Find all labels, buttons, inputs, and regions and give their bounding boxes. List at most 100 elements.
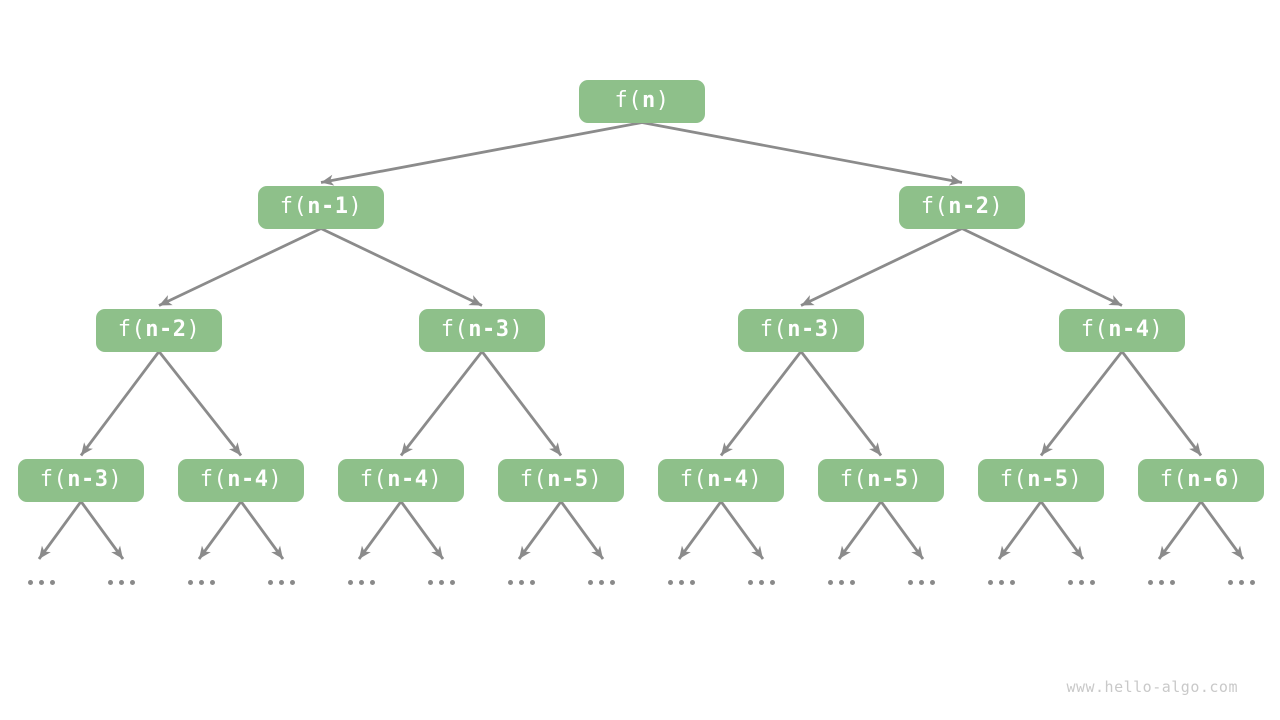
tree-node: f(n-5) <box>498 458 624 502</box>
node-label-prefix: f( <box>519 467 548 492</box>
tree-edge-arrow <box>239 500 285 560</box>
tree-edge-arrow <box>399 500 445 560</box>
tree-edge-arrow <box>320 121 643 186</box>
node-label-prefix: f( <box>117 317 146 342</box>
tree-edge-arrow <box>559 500 605 560</box>
tree-edge-arrow <box>837 500 883 560</box>
node-label-prefix: f( <box>999 467 1028 492</box>
tree-edge-arrow <box>1120 350 1203 457</box>
ellipsis-dots <box>825 580 858 585</box>
tree-node: f(n-4) <box>1059 308 1185 352</box>
tree-edge-arrow <box>1157 500 1203 560</box>
node-label-suffix: ) <box>748 467 763 492</box>
node-label-suffix: ) <box>186 317 201 342</box>
tree-node: f(n-4) <box>338 458 464 502</box>
node-label-suffix: ) <box>1068 467 1083 492</box>
node-label-argument: n-5 <box>547 467 589 492</box>
tree-edge-arrow <box>79 500 125 560</box>
tree-node: f(n-4) <box>178 458 304 502</box>
tree-node: f(n-2) <box>96 308 222 352</box>
tree-edge-arrow <box>677 500 723 560</box>
node-label-suffix: ) <box>989 194 1004 219</box>
node-label-prefix: f( <box>614 88 642 113</box>
node-label-prefix: f( <box>39 467 68 492</box>
node-label-argument: n-6 <box>1187 467 1229 492</box>
node-label-suffix: ) <box>588 467 603 492</box>
tree-node: f(n-2) <box>899 185 1025 229</box>
tree-node: f(n-4) <box>658 458 784 502</box>
tree-edge-arrow <box>157 350 243 457</box>
tree-edge-arrow <box>719 500 765 560</box>
node-label-prefix: f( <box>759 317 788 342</box>
node-label-suffix: ) <box>1149 317 1164 342</box>
node-label-prefix: f( <box>440 317 469 342</box>
node-label-suffix: ) <box>428 467 443 492</box>
node-label-suffix: ) <box>1228 467 1243 492</box>
tree-node: f(n-6) <box>1138 458 1264 502</box>
watermark: www.hello-algo.com <box>1066 678 1238 696</box>
node-label-prefix: f( <box>1080 317 1109 342</box>
ellipsis-dots <box>1065 580 1098 585</box>
tree-node: f(n-5) <box>978 458 1104 502</box>
ellipsis-dots <box>185 580 218 585</box>
node-label-prefix: f( <box>920 194 949 219</box>
node-label-suffix: ) <box>828 317 843 342</box>
node-label-suffix: ) <box>908 467 923 492</box>
node-label-argument: n-4 <box>227 467 269 492</box>
tree-edge-arrow <box>197 500 243 560</box>
tree-edge-arrow <box>517 500 563 560</box>
tree-edge-arrow <box>1199 500 1245 560</box>
ellipsis-dots <box>585 580 618 585</box>
ellipsis-dots <box>1225 580 1258 585</box>
node-label-argument: n-4 <box>1108 317 1150 342</box>
tree-node: f(n-3) <box>738 308 864 352</box>
node-label-argument: n-3 <box>468 317 510 342</box>
node-label-prefix: f( <box>839 467 868 492</box>
tree-edge-arrow <box>320 227 483 307</box>
ellipsis-dots <box>505 580 538 585</box>
tree-edge-arrow <box>879 500 925 560</box>
node-label-prefix: f( <box>1159 467 1188 492</box>
tree-node: f(n-5) <box>818 458 944 502</box>
node-label-suffix: ) <box>509 317 524 342</box>
tree-edge-arrow <box>158 227 322 307</box>
tree-edge-arrow <box>719 350 803 457</box>
node-label-argument: n-5 <box>867 467 909 492</box>
node-label-prefix: f( <box>199 467 228 492</box>
node-label-argument: n-4 <box>387 467 429 492</box>
node-label-argument: n-3 <box>67 467 109 492</box>
node-label-prefix: f( <box>679 467 708 492</box>
ellipsis-dots <box>985 580 1018 585</box>
ellipsis-dots <box>1145 580 1178 585</box>
ellipsis-dots <box>105 580 138 585</box>
tree-edge-arrow <box>37 500 83 560</box>
tree-edge-arrow <box>79 350 161 457</box>
tree-edge-arrow <box>641 121 963 186</box>
tree-edge-arrow <box>357 500 403 560</box>
node-label-argument: n-3 <box>787 317 829 342</box>
tree-node: f(n-3) <box>419 308 545 352</box>
tree-node: f(n-3) <box>18 458 144 502</box>
tree-edge-arrow <box>800 227 963 307</box>
tree-edge-arrow <box>399 350 484 457</box>
ellipsis-dots <box>905 580 938 585</box>
ellipsis-dots <box>665 580 698 585</box>
node-label-argument: n-1 <box>307 194 349 219</box>
tree-node: f(n-1) <box>258 185 384 229</box>
node-label-argument: n-5 <box>1027 467 1069 492</box>
node-label-suffix: ) <box>108 467 123 492</box>
tree-edge-arrow <box>1039 500 1085 560</box>
node-label-suffix: ) <box>268 467 283 492</box>
tree-edge-arrow <box>799 350 883 457</box>
node-label-prefix: f( <box>279 194 308 219</box>
tree-edge-arrow <box>961 227 1123 307</box>
ellipsis-dots <box>345 580 378 585</box>
tree-edge-arrow <box>1039 350 1124 457</box>
node-label-prefix: f( <box>359 467 388 492</box>
ellipsis-dots <box>265 580 298 585</box>
ellipsis-dots <box>745 580 778 585</box>
ellipsis-dots <box>25 580 58 585</box>
node-label-argument: n-4 <box>707 467 749 492</box>
